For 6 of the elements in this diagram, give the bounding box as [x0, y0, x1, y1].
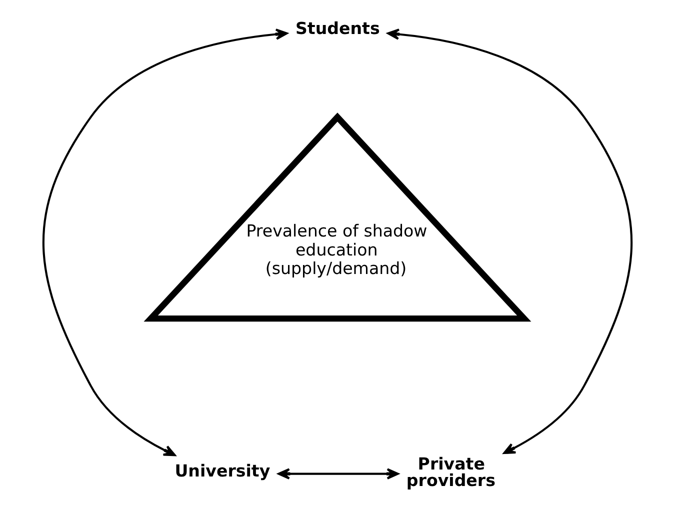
node-text: Private providers	[406, 454, 495, 490]
arrow	[277, 468, 398, 480]
arrow	[386, 28, 632, 454]
arrow	[42, 28, 288, 456]
node-text: University	[174, 462, 270, 481]
node-text: Students	[294, 19, 380, 38]
